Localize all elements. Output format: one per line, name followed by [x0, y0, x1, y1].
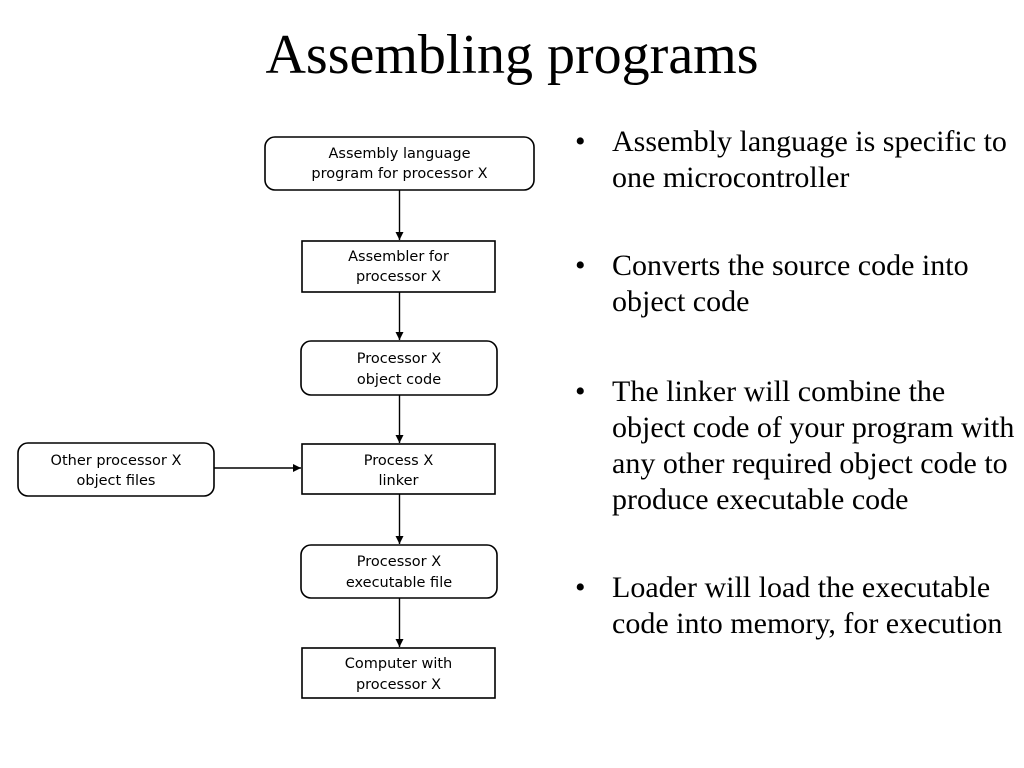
node-object-code-line1: Processor X	[357, 351, 441, 367]
node-object-code: Processor X object code	[300, 340, 498, 396]
node-linker-line1: Process X	[364, 453, 434, 469]
node-assembly-language-program-line2: program for processor X	[311, 166, 487, 182]
node-computer-line2: processor X	[356, 677, 441, 693]
node-executable-file: Processor X executable file	[300, 544, 498, 599]
slide-title: Assembling programs	[265, 24, 759, 86]
node-assembler-line1: Assembler for	[348, 249, 449, 265]
node-other-object-files-line2: object files	[77, 473, 156, 489]
node-linker: Process X linker	[301, 443, 496, 495]
node-computer: Computer with processor X	[301, 647, 496, 699]
node-assembler-line2: processor X	[356, 269, 441, 285]
node-linker-line2: linker	[378, 473, 418, 489]
node-assembly-language-program-line1: Assembly language	[328, 146, 470, 162]
bullet-list: Assembly language is specific to one mic…	[575, 124, 1015, 642]
node-object-code-line2: object code	[357, 372, 441, 388]
node-other-object-files-line1: Other processor X	[51, 453, 182, 469]
bullet-item: Converts the source code into object cod…	[575, 248, 1015, 320]
bullet-item: Loader will load the executable code int…	[575, 570, 1015, 642]
node-other-object-files: Other processor X object files	[17, 442, 215, 497]
node-assembly-language-program: Assembly language program for processor …	[264, 136, 535, 191]
node-computer-line1: Computer with	[345, 656, 452, 672]
node-executable-file-line1: Processor X	[357, 554, 441, 570]
node-assembler: Assembler for processor X	[301, 240, 496, 293]
bullet-item: Assembly language is specific to one mic…	[575, 124, 1015, 196]
bullet-item: The linker will combine the object code …	[575, 374, 1015, 518]
node-executable-file-line2: executable file	[346, 575, 452, 591]
